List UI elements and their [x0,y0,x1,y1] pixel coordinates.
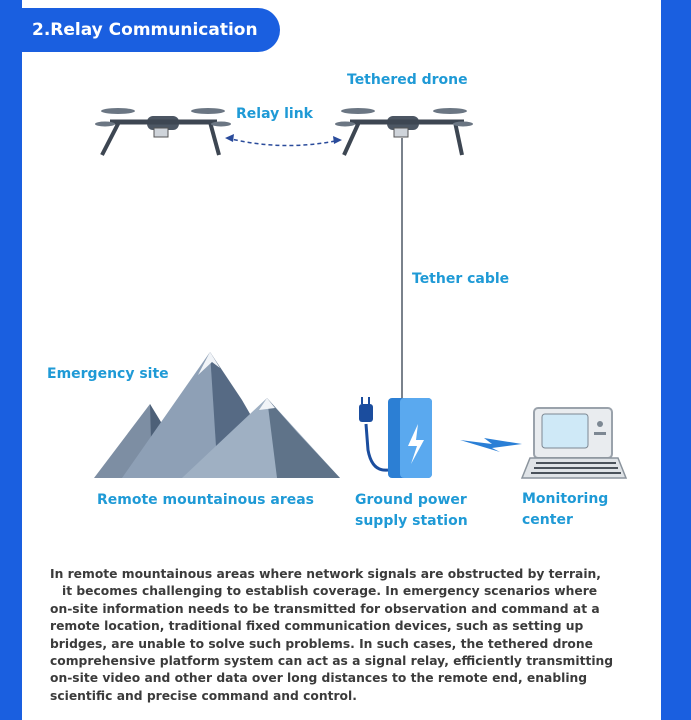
tethered-drone-icon [335,108,473,156]
mountains-icon [94,352,340,478]
label-monitoring-center: Monitoring center [522,489,608,531]
label-remote-areas: Remote mountainous areas [97,492,315,508]
monitoring-computer-icon [520,407,628,479]
relay-link-arrow [225,134,342,147]
label-monitoring-line1: Monitoring [522,491,609,507]
description-line: bridges, are unable to solve such proble… [50,636,593,651]
label-ground-power-line1: Ground power [355,492,467,508]
label-monitoring-line2: center [522,512,573,528]
label-ground-power-station: Ground power supply station [355,490,468,532]
description-line: scientific and precise command and contr… [50,688,357,703]
description-line: remote location, traditional fixed commu… [50,619,584,634]
right-frame-border [661,0,691,720]
description-line: it becomes challenging to establish cove… [62,584,598,599]
description-line: comprehensive platform system can act as… [50,654,614,669]
description-line: on-site information needs to be transmit… [50,601,600,616]
description-line: In remote mountainous areas where networ… [50,567,601,581]
description-line: on-site video and other data over long d… [50,671,588,686]
label-tether-cable: Tether cable [412,271,510,287]
section-title: 2.Relay Communication [22,8,280,52]
signal-bolt-icon [460,438,522,452]
label-ground-power-line2: supply station [355,513,468,529]
label-tethered-drone: Tethered drone [347,72,468,88]
label-emergency-site: Emergency site [47,366,169,382]
label-relay-link: Relay link [236,106,313,122]
left-frame-border [0,0,22,720]
diagram-canvas: 2.Relay Communication [22,0,661,720]
relay-drone-icon [95,108,231,156]
diagram-graphics [94,108,628,479]
ground-power-station-icon [359,397,432,478]
description-paragraph: In remote mountainous areas where networ… [50,566,650,705]
